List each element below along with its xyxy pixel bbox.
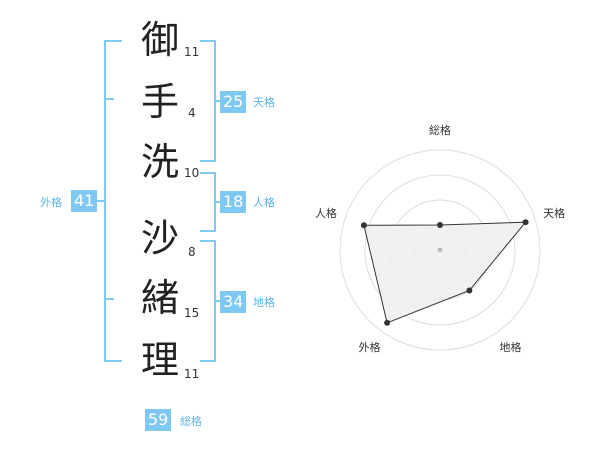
stroke-count-3: 10 [184, 166, 200, 180]
gaikaku-inner-tick-2 [104, 298, 114, 300]
name-char-1: 御 [140, 18, 179, 62]
name-char-3: 洗 [140, 140, 179, 184]
tenkaku-value-badge: 25 [220, 91, 247, 113]
name-char-2: 手 [140, 80, 179, 124]
radar-axis-label-1: 天格 [543, 206, 565, 220]
gaikaku-value-badge: 41 [71, 190, 98, 212]
chikaku-value-badge: 34 [220, 291, 247, 313]
radar-point-4 [360, 222, 367, 229]
stroke-count-4: 8 [188, 245, 196, 259]
soukaku-value-badge: 59 [145, 409, 172, 431]
radar-axis-label-2: 地格 [500, 340, 522, 354]
stroke-count-2: 4 [188, 106, 196, 120]
stroke-count-5: 15 [184, 306, 200, 320]
tenkaku-label: 天格 [253, 96, 275, 109]
radar-point-1 [522, 219, 529, 226]
radar-point-3 [384, 319, 391, 326]
jinkaku-label: 人格 [253, 196, 275, 209]
gaikaku-label: 外格 [40, 196, 62, 209]
gaikaku-bracket-tick [95, 200, 105, 202]
radar-polygon [363, 221, 527, 324]
name-char-4: 沙 [140, 216, 179, 260]
soukaku-label: 総格 [180, 415, 202, 428]
radar-ring-4 [339, 149, 541, 351]
jinkaku-value-badge: 18 [220, 191, 247, 213]
radar-axis-label-3: 外格 [358, 340, 380, 354]
radar-point-2 [466, 287, 473, 294]
radar-axis-label-0: 総格 [429, 123, 451, 137]
stroke-count-1: 11 [184, 45, 200, 59]
radar-point-0 [437, 222, 443, 228]
stroke-count-6: 11 [184, 367, 200, 381]
chikaku-bracket-tick [214, 300, 222, 302]
gaikaku-inner-tick-1 [104, 98, 114, 100]
tenkaku-bracket-tick [214, 100, 222, 102]
name-char-5: 緒 [140, 276, 179, 320]
radar-axis-label-4: 人格 [315, 206, 337, 220]
chikaku-label: 地格 [253, 296, 275, 309]
name-char-6: 理 [140, 338, 179, 382]
jinkaku-bracket-tick [214, 201, 222, 203]
radar-ring-3 [364, 174, 516, 326]
gaikaku-bracket [104, 40, 122, 362]
radar-center-dot [437, 247, 443, 253]
